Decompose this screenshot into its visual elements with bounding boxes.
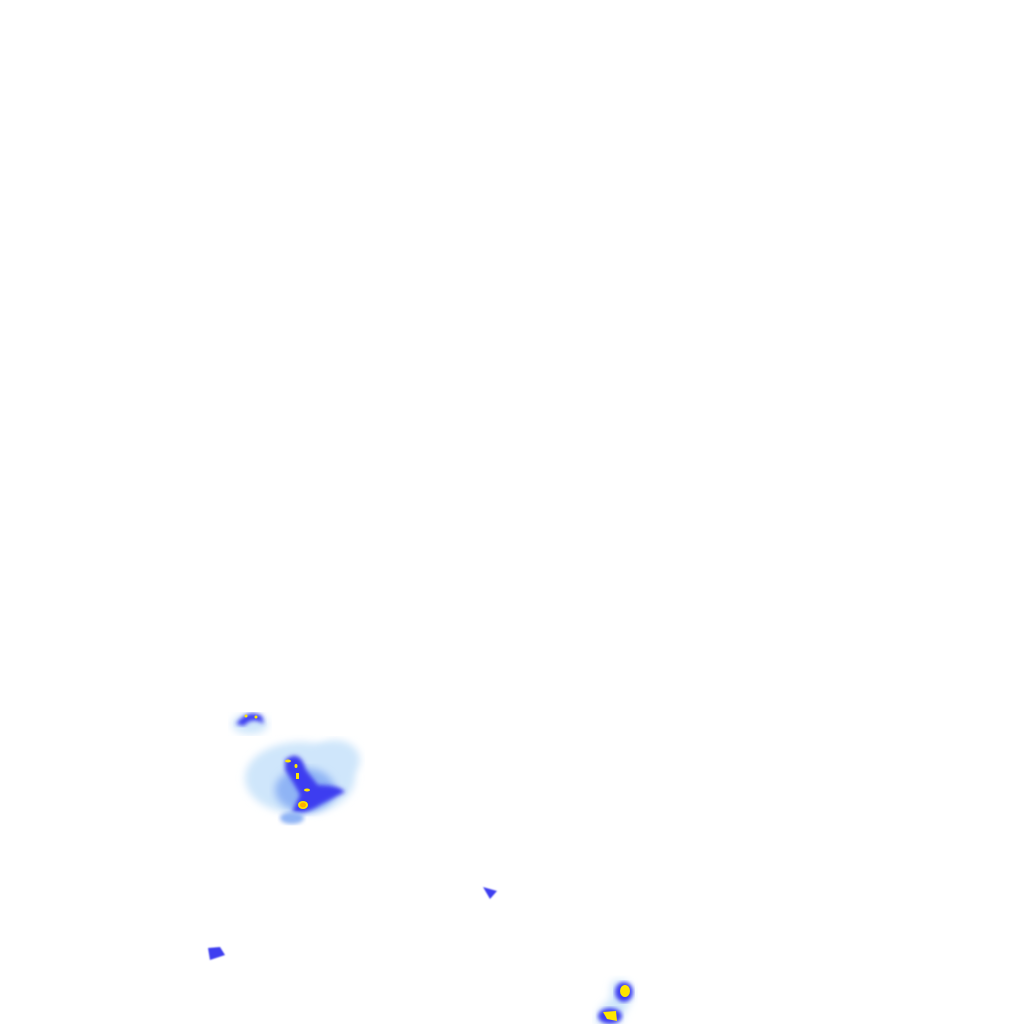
- precipitation-cell: [208, 947, 225, 960]
- precipitation-cell: [483, 887, 497, 899]
- precipitation-cell: [232, 713, 268, 734]
- precipitation-cell: [596, 980, 634, 1024]
- precipitation-cell: [245, 740, 360, 824]
